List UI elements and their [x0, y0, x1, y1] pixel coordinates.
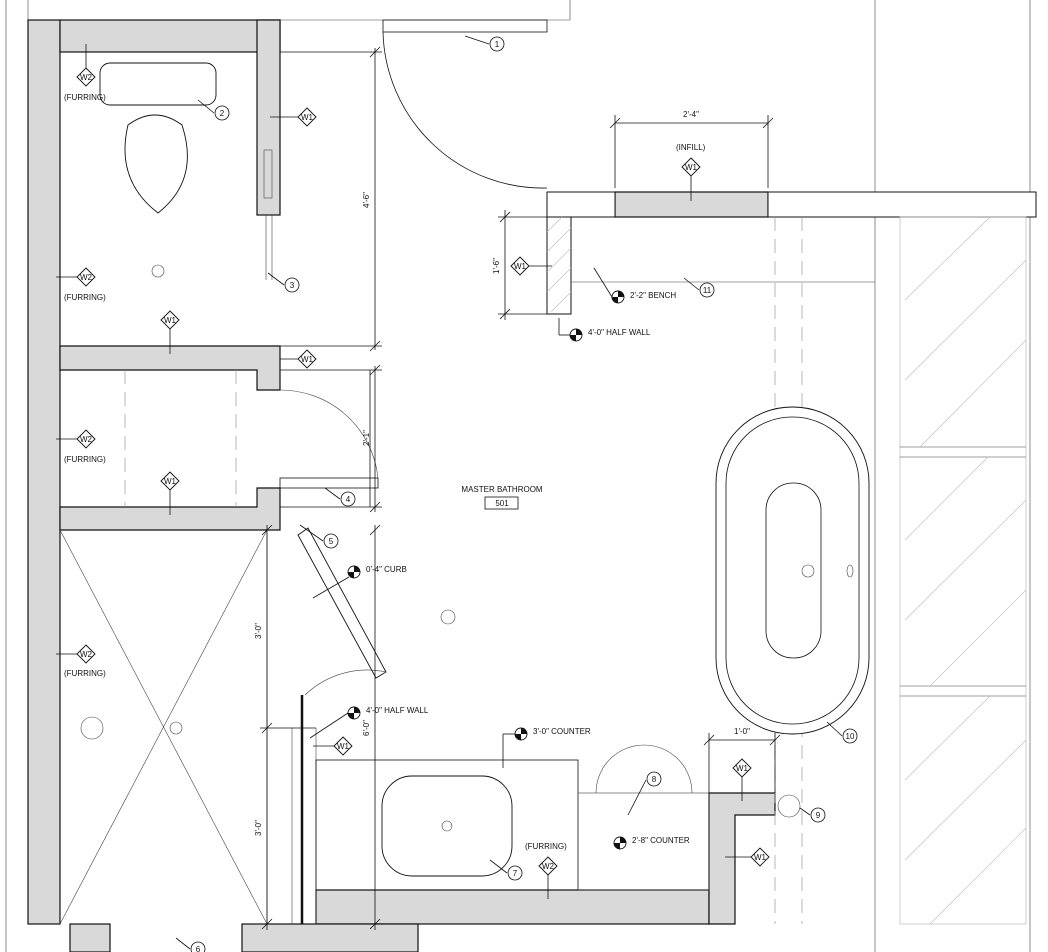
furring-note: (FURRING): [64, 669, 106, 678]
wall-tag-w2: W2: [56, 644, 96, 664]
toilet-tank: [99, 62, 217, 106]
wall-tag-w2: W2: [56, 267, 96, 287]
wall-tag-w1: W1: [313, 736, 353, 756]
svg-text:W1: W1: [301, 355, 314, 364]
sink-basin: [381, 775, 513, 877]
svg-text:W2: W2: [542, 862, 555, 871]
callout-7: 7: [489, 859, 523, 881]
room-name: MASTER BATHROOM: [461, 485, 543, 494]
svg-text:8: 8: [652, 775, 657, 784]
callout-9: 9: [799, 807, 826, 823]
svg-text:2'-8" COUNTER: 2'-8" COUNTER: [632, 836, 690, 845]
wall-tag-w2: W2: [56, 429, 96, 449]
callout-4: 4: [324, 487, 356, 507]
south-wall-left: [69, 923, 111, 952]
svg-text:6: 6: [196, 945, 201, 952]
dim-counter-gap: 1'-0": [734, 727, 750, 736]
dim-closet-height: 2'-1": [362, 430, 371, 446]
svg-text:W2: W2: [80, 435, 93, 444]
south-wall-mid: [241, 923, 419, 952]
wc-east-wall: [256, 19, 281, 216]
furring-note: (FURRING): [64, 455, 106, 464]
counter-note: 3'-0" COUNTER: [502, 727, 591, 768]
svg-text:4: 4: [346, 495, 351, 504]
callout-3: 3: [267, 272, 300, 293]
bench-note: 2'-2" BENCH: [593, 267, 676, 304]
dimension-lines: [260, 46, 781, 930]
svg-text:10: 10: [846, 732, 855, 741]
wall-tag-w1: W1: [725, 847, 770, 867]
callout-5: 5: [299, 524, 339, 549]
callouts: 1 2 3 4 5 6 7 8 9 10 11: [175, 35, 858, 952]
svg-text:4'-0" HALF WALL: 4'-0" HALF WALL: [588, 328, 651, 337]
wall-type-tags: W2 W1 W2 W1 W1 W2 W1 W2: [56, 44, 770, 899]
curb-note: 0'-4" CURB: [312, 565, 407, 599]
wall-tag-w2: W2: [76, 44, 96, 87]
wall-tag-w1: W1: [510, 256, 552, 276]
svg-text:7: 7: [513, 869, 518, 878]
svg-text:W1: W1: [164, 316, 177, 325]
svg-text:3'-0" COUNTER: 3'-0" COUNTER: [533, 727, 591, 736]
wall-tag-w1: W1: [160, 471, 180, 515]
bathtub-outer: [715, 406, 870, 735]
callout-11: 11: [683, 277, 715, 298]
height-notes: 2'-2" BENCH 4'-0" HALF WALL 0'-4" CURB 4…: [309, 267, 690, 850]
walls: [27, 19, 1037, 952]
toilet-bowl: [124, 114, 188, 214]
wall-tag-w1: W1: [732, 758, 752, 801]
svg-text:0'-4" CURB: 0'-4" CURB: [366, 565, 407, 574]
callout-10: 10: [826, 721, 858, 744]
svg-text:5: 5: [329, 537, 334, 546]
wc-north-wall: [59, 19, 281, 53]
wall-tag-w1: W1: [681, 157, 701, 201]
infill-wall: [614, 191, 769, 218]
room-number: 501: [495, 499, 509, 508]
half-wall-note: 4'-0" HALF WALL: [309, 706, 429, 739]
furring-notes: (FURRING) (FURRING) (FURRING) (FURRING) …: [64, 93, 706, 851]
svg-text:2'-2" BENCH: 2'-2" BENCH: [630, 291, 676, 300]
counter-note: 2'-8" COUNTER: [613, 836, 690, 850]
svg-text:W1: W1: [337, 742, 350, 751]
half-wall-note: 4'-0" HALF WALL: [558, 318, 651, 342]
svg-text:W2: W2: [80, 273, 93, 282]
callout-8: 8: [627, 771, 662, 816]
wall-tag-w2: W2: [538, 856, 558, 899]
dim-shower-upper: 3'-0": [254, 623, 263, 639]
svg-text:W1: W1: [164, 477, 177, 486]
furring-note: (FURRING): [525, 842, 567, 851]
svg-text:W1: W1: [685, 163, 698, 172]
svg-text:4'-0" HALF WALL: 4'-0" HALF WALL: [366, 706, 429, 715]
infill-note: (INFILL): [676, 143, 706, 152]
callout-2: 2: [197, 99, 230, 121]
wall-tag-w1: W1: [160, 310, 180, 354]
hatching: [546, 216, 1027, 925]
svg-text:3: 3: [290, 281, 295, 290]
svg-text:W1: W1: [736, 764, 749, 773]
svg-text:W2: W2: [80, 73, 93, 82]
svg-text:W1: W1: [301, 113, 314, 122]
dimension-texts: 2'-4" 4'-6" 2'-1" 1'-6" 3'-0" 3'-0" 6'-0…: [254, 110, 750, 836]
svg-text:W1: W1: [754, 853, 767, 862]
dim-shower-total: 6'-0": [362, 720, 371, 736]
svg-text:W2: W2: [80, 650, 93, 659]
room-label: MASTER BATHROOM 501: [461, 485, 543, 510]
dim-wc-height: 4'-6": [362, 192, 371, 208]
wall-tag-w1: W1: [280, 349, 317, 369]
svg-text:9: 9: [816, 811, 821, 820]
furring-note: (FURRING): [64, 93, 106, 102]
dim-infill: 2'-4": [683, 110, 699, 119]
furring-note: (FURRING): [64, 293, 106, 302]
callout-6: 6: [175, 937, 206, 952]
svg-text:W1: W1: [514, 262, 527, 271]
callout-1: 1: [464, 35, 505, 52]
wall-tag-w1: W1: [270, 107, 317, 127]
dim-shower-lower: 3'-0": [254, 820, 263, 836]
svg-text:2: 2: [220, 109, 225, 118]
dim-bench-height: 1'-6": [492, 258, 501, 274]
fixtures: [59, 19, 875, 925]
west-wall: [27, 19, 61, 925]
svg-text:1: 1: [495, 40, 500, 49]
svg-text:11: 11: [703, 286, 712, 295]
